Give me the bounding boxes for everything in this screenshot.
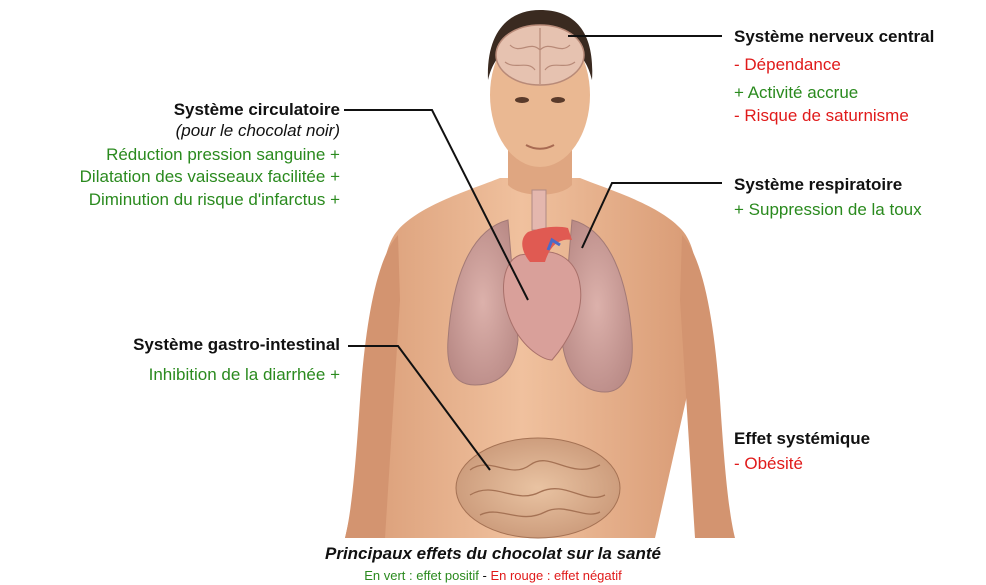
nervous-system-title: Système nerveux central — [734, 28, 934, 45]
digestive-system-title: Système gastro-intestinal — [133, 336, 340, 353]
legend-negative: En rouge : effet négatif — [490, 568, 621, 583]
circulatory-subtitle: (pour le chocolat noir) — [176, 122, 340, 139]
respiratory-system-title: Système respiratoire — [734, 176, 902, 193]
respiratory-effect-cough: + Suppression de la toux — [734, 201, 922, 218]
color-legend: En vert : effet positif - En rouge : eff… — [0, 568, 986, 583]
circulatory-effect-pressure: Réduction pression sanguine + — [106, 146, 340, 163]
circulatory-effect-infarct: Diminution du risque d'infarctus + — [89, 191, 340, 208]
systemic-effect-title: Effet systémique — [734, 430, 870, 447]
circulatory-system-title: Système circulatoire — [174, 101, 340, 118]
nervous-effect-lead: - Risque de saturnisme — [734, 107, 909, 124]
nervous-effect-activity: + Activité accrue — [734, 84, 858, 101]
systemic-effect-obesity: - Obésité — [734, 455, 803, 472]
circulatory-effect-dilation: Dilatation des vaisseaux facilitée + — [80, 168, 340, 185]
intestines — [456, 438, 620, 538]
digestive-effect-diarrhea: Inhibition de la diarrhée + — [149, 366, 340, 383]
legend-separator: - — [479, 568, 491, 583]
right-arm — [680, 235, 735, 538]
legend-positive: En vert : effet positif — [364, 568, 479, 583]
diagram-caption: Principaux effets du chocolat sur la san… — [0, 544, 986, 564]
nervous-effect-dependence: - Dépendance — [734, 56, 841, 73]
